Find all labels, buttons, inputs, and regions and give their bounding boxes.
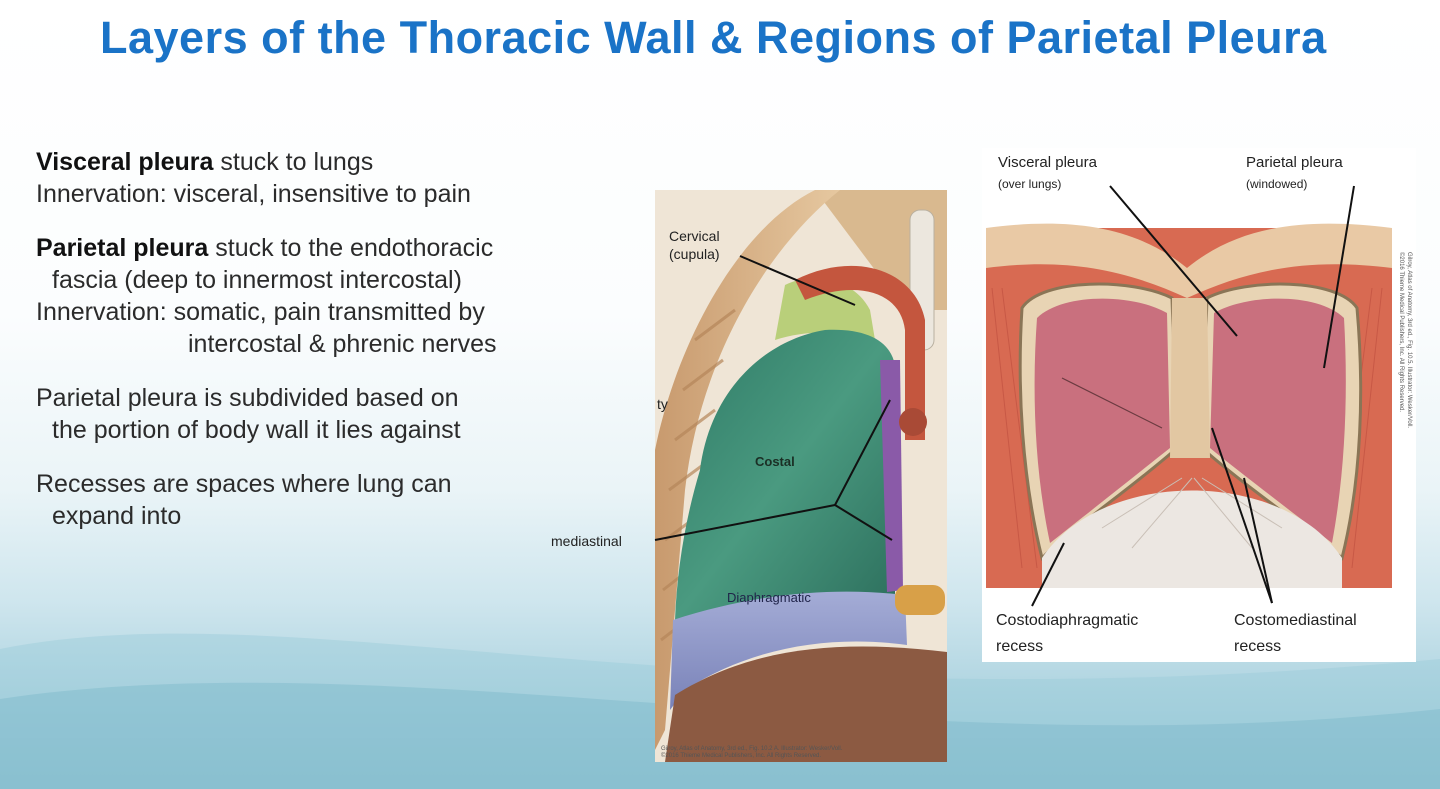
term-parietal-pleura: Parietal pleura <box>36 234 209 262</box>
text-line: the portion of body wall it lies against <box>52 416 461 444</box>
slide-title: Layers of the Thoracic Wall & Regions of… <box>100 12 1327 63</box>
label-cervical: Cervical <box>669 228 720 244</box>
left-figure-credit-1: Gilroy, Atlas of Anatomy, 3rd ed., Fig. … <box>661 746 843 752</box>
label-visceral-pleura: Visceral pleura <box>998 154 1097 171</box>
text-line: fascia (deep to innermost intercostal) <box>52 266 462 294</box>
bullet-text: Visceral pleura stuck to lungs Innervati… <box>36 146 596 554</box>
paragraph-parietal: Parietal pleura stuck to the endothoraci… <box>36 232 596 360</box>
text-line: Parietal pleura is subdivided based on <box>36 384 459 412</box>
paragraph-recesses: Recesses are spaces where lung can expan… <box>36 468 596 532</box>
label-cupula: (cupula) <box>669 246 720 262</box>
parietal-pleura-illustration: Cervical (cupula) Costal Diaphragmatic G… <box>655 190 947 762</box>
pleural-recesses-illustration: Visceral pleura (over lungs) Parietal pl… <box>982 148 1416 662</box>
label-parietal-pleura: Parietal pleura <box>1246 154 1343 171</box>
paragraph-visceral: Visceral pleura stuck to lungs Innervati… <box>36 146 596 210</box>
label-cut-off: ty <box>657 396 668 412</box>
text-segment: stuck to lungs <box>213 148 374 176</box>
right-figure-leader-lines <box>1031 185 1355 607</box>
label-recess-right: recess <box>1234 638 1282 655</box>
text-segment: stuck to the endothoracic <box>208 234 494 262</box>
label-windowed: (windowed) <box>1246 177 1308 191</box>
text-line: intercostal & phrenic nerves <box>188 330 497 358</box>
label-recess-left: recess <box>996 638 1044 655</box>
label-costodiaphragmatic: Costodiaphragmatic <box>996 612 1139 629</box>
paragraph-subdivided: Parietal pleura is subdivided based on t… <box>36 382 596 446</box>
text-line: Innervation: somatic, pain transmitted b… <box>36 298 485 326</box>
label-costal: Costal <box>755 454 795 469</box>
label-over-lungs: (over lungs) <box>998 177 1062 191</box>
pleural-recesses-drawing <box>982 148 1416 662</box>
text-line: expand into <box>52 502 182 530</box>
label-diaphragmatic: Diaphragmatic <box>727 590 811 605</box>
label-costomediastinal: Costomediastinal <box>1234 612 1357 629</box>
term-visceral-pleura: Visceral pleura <box>36 148 214 176</box>
label-mediastinal: mediastinal <box>551 533 622 549</box>
left-figure-credit-2: ©2016 Thieme Medical Publishers, Inc. Al… <box>661 753 822 759</box>
parietal-pleura-drawing <box>655 190 947 762</box>
text-line: Recesses are spaces where lung can <box>36 470 452 498</box>
text-line: Innervation: visceral, insensitive to pa… <box>36 180 471 208</box>
